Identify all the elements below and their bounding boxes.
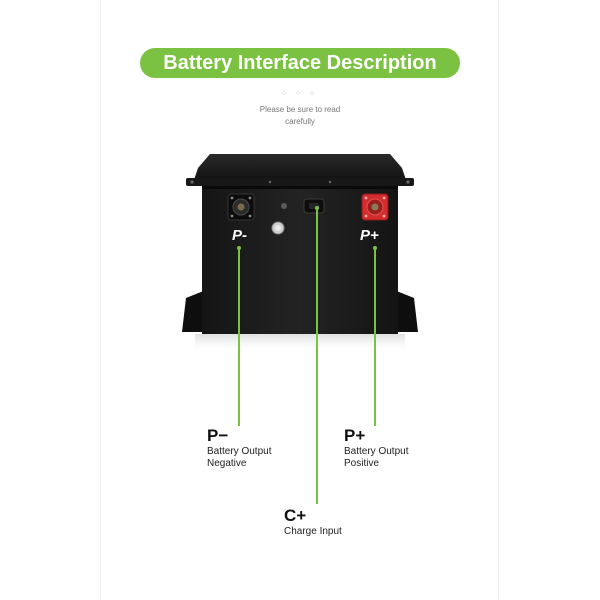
negative-callout: P− Battery Output Negative: [207, 426, 271, 470]
read-carefully-note: Please be sure to read carefully: [230, 104, 370, 128]
positive-leader-line: [374, 248, 376, 426]
negative-terminal: [227, 193, 255, 221]
note-line-1: Please be sure to read: [259, 105, 341, 114]
positive-terminal-label: P+: [360, 227, 379, 244]
positive-callout-line-1: Battery Output: [344, 446, 409, 457]
positive-callout-line-2: Positive: [344, 458, 380, 469]
note-line-2: carefully: [285, 117, 315, 126]
charge-connector: [303, 198, 325, 214]
negative-callout-line-2: Negative: [207, 458, 247, 469]
floor-reflection: [195, 334, 405, 354]
right-mounting-foot: [394, 290, 418, 332]
left-guide-line: [100, 0, 101, 600]
decorative-dots: ○ ○ ○: [281, 90, 319, 97]
charge-callout-code: C+: [284, 506, 307, 525]
left-mounting-foot: [182, 290, 206, 332]
charge-callout: C+ Charge Input: [284, 506, 342, 538]
negative-callout-code: P−: [207, 426, 229, 445]
right-guide-line: [498, 0, 499, 600]
positive-callout: P+ Battery Output Positive: [344, 426, 408, 470]
lid-bolts: [190, 180, 410, 184]
title-banner: Battery Interface Description: [140, 48, 460, 78]
positive-terminal: [361, 193, 389, 221]
charge-callout-line-1: Charge Input: [284, 526, 342, 537]
negative-leader-line: [238, 248, 240, 426]
screw: [281, 203, 287, 209]
negative-terminal-label: P-: [232, 227, 247, 244]
charge-leader-line: [316, 208, 318, 504]
negative-callout-line-1: Battery Output: [207, 446, 272, 457]
positive-callout-code: P+: [344, 426, 366, 445]
battery-box-image: [182, 154, 418, 354]
lid-rim: [186, 178, 414, 186]
battery-lid: [194, 154, 406, 180]
